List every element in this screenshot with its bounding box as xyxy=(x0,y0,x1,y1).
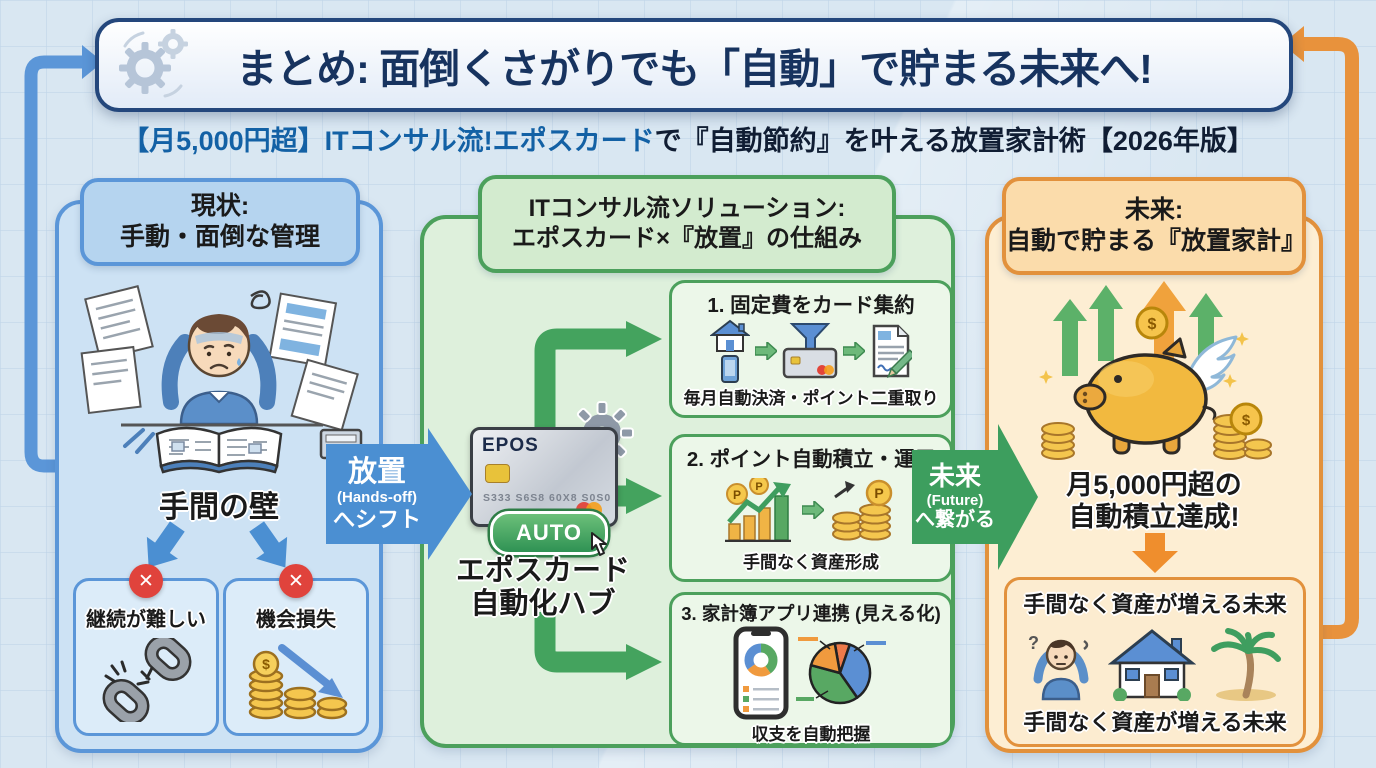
right-loop-arrow xyxy=(1268,26,1359,639)
arrow-right-icon xyxy=(755,342,777,360)
step-box-2: 2. ポイント自動積立・運用 P P P 手間なく資産形 xyxy=(669,434,953,582)
problem-label: 機会損失 xyxy=(256,609,336,631)
step-2-icons: P P P xyxy=(725,472,897,548)
benefit-text-top: 手間なく資産が増える未来 xyxy=(1023,592,1287,617)
split-arrow-right-icon xyxy=(249,521,288,568)
flying-piggy-bank-illustration: $ $ xyxy=(1039,281,1272,460)
shift-arrow: 放置 (Hands-off) へシフト xyxy=(326,428,472,560)
future-label-line1: 未来 xyxy=(928,460,981,491)
hub-connector-arrows xyxy=(534,321,662,680)
step-3-icons xyxy=(733,626,890,720)
problem-box-continuity: ✕ 継続が難しい xyxy=(73,564,219,736)
svg-text:$: $ xyxy=(1242,412,1251,429)
achievement-line1: 月5,000円超の xyxy=(1066,470,1242,500)
declining-coins-icon: $ xyxy=(248,644,348,720)
current-header-line1: 現状: xyxy=(190,191,250,220)
card-number: S333 S6S8 60X8 S0S0 xyxy=(483,492,612,504)
title-banner: まとめ: 面倒くさがりでも「自動」で貯まる未来へ! xyxy=(95,18,1293,112)
page-title: まとめ: 面倒くさがりでも「自動」で貯まる未来へ! xyxy=(236,46,1153,92)
hub-label: エポスカード 自動化ハブ xyxy=(424,555,662,622)
future-arrow-label: 未来 (Future) へ繋がる xyxy=(912,424,998,570)
gears-icon xyxy=(119,29,188,98)
split-arrow-left-icon xyxy=(146,521,185,568)
future-label-line3: へ繋がる xyxy=(915,509,995,532)
future-arrow-shape xyxy=(912,424,1038,570)
svg-text:$: $ xyxy=(262,656,270,672)
shift-arrow-label: 放置 (Hands-off) へシフト xyxy=(326,428,428,560)
solution-header-line1: ITコンサル流ソリューション: xyxy=(528,195,846,222)
arrow-right-icon xyxy=(843,342,865,360)
broken-chain-icon xyxy=(102,638,192,722)
problem-box-opportunity-loss: ✕ 機会損失 $ xyxy=(223,564,369,736)
card-chip-icon xyxy=(485,464,510,483)
subtitle-rest: で『自動節約』を叶える放置家計術【2026年版】 xyxy=(654,126,1254,156)
future-arrow: 未来 (Future) へ繋がる xyxy=(912,424,1038,570)
budget-app-phone-icon xyxy=(733,626,788,720)
subtitle: 【月5,000円超】ITコンサル流!エポスカードで『自動節約』を叶える放置家計術… xyxy=(0,119,1376,158)
benefit-text-bottom: 手間なく資産が増える未来 xyxy=(1023,710,1287,735)
benefit-box: 手間なく資産が増える未来 ? xyxy=(1004,577,1306,747)
epos-card: EPOS S333 S6S8 60X8 S0S0 xyxy=(470,427,618,527)
current-state-header: 現状: 手動・面倒な管理 xyxy=(80,178,360,266)
point-coin-stack-icon: P xyxy=(832,479,893,541)
effort-wall-label: 手間の壁 xyxy=(159,491,279,524)
funnel-card-icon xyxy=(782,323,838,379)
expense-pie-chart-icon xyxy=(795,637,886,705)
future-header-line2: 自動で貯まる『放置家計』 xyxy=(1006,227,1307,255)
cursor-hand-icon xyxy=(591,532,607,556)
step-1-title: 1. 固定費をカード集約 xyxy=(707,294,915,317)
svg-text:P: P xyxy=(733,488,741,502)
achievement-text: 月5,000円超の 自動積立達成! xyxy=(989,469,1319,534)
point-growth-chart-icon: P P xyxy=(725,478,791,542)
future-header-line1: 未来: xyxy=(1124,195,1184,224)
svg-text:?: ? xyxy=(1028,633,1039,653)
x-mark-icon: ✕ xyxy=(279,564,313,598)
future-header: 未来: 自動で貯まる『放置家計』 xyxy=(1002,177,1306,275)
step-box-1: 1. 固定費をカード集約 毎月自動決済・ポイント二重取り xyxy=(669,280,953,418)
step-2-title: 2. ポイント自動積立・運用 xyxy=(686,448,936,471)
step-1-icons xyxy=(710,318,912,384)
step-1-caption: 毎月自動決済・ポイント二重取り xyxy=(683,389,939,408)
step-box-3: 3. 家計簿アプリ連携 (見える化) xyxy=(669,592,953,746)
shift-arrow-shape xyxy=(326,428,472,560)
x-mark-icon: ✕ xyxy=(129,564,163,598)
hub-label-line2: 自動化ハブ xyxy=(470,588,616,621)
palm-tree-icon xyxy=(1211,628,1281,701)
shift-label-line2: (Hands-off) xyxy=(337,489,417,507)
step-3-caption: 収支を自動把握 xyxy=(751,725,871,744)
current-header-line2: 手動・面倒な管理 xyxy=(119,223,320,251)
shift-label-line3: へシフト xyxy=(332,506,421,532)
stressed-person-illustration xyxy=(80,285,363,474)
benefit-icons: ? xyxy=(1026,619,1284,705)
svg-text:P: P xyxy=(874,485,883,501)
hub-label-line1: エポスカード xyxy=(455,555,630,587)
step-3-title: 3. 家計簿アプリ連携 (見える化) xyxy=(681,603,941,624)
epos-logo: EPOS xyxy=(482,435,539,456)
step-2-caption: 手間なく資産形成 xyxy=(743,553,879,572)
smartphone-icon xyxy=(721,355,739,383)
subtitle-highlight: 【月5,000円超】ITコンサル流!エポスカード xyxy=(122,126,655,156)
shift-label-line1: 放置 xyxy=(347,456,406,489)
down-arrow-icon xyxy=(1132,533,1178,573)
relaxed-person-icon: ? xyxy=(1028,633,1089,701)
auto-button-label: AUTO xyxy=(516,520,582,545)
bill-document-icon xyxy=(872,324,912,378)
svg-text:$: $ xyxy=(1148,316,1157,333)
arrow-right-icon xyxy=(802,501,824,519)
solution-header: ITコンサル流ソリューション: エポスカード×『放置』の仕組み xyxy=(478,175,896,273)
svg-text:P: P xyxy=(755,481,762,493)
solution-header-line2: エポスカード×『放置』の仕組み xyxy=(511,225,862,252)
problem-label: 継続が難しい xyxy=(86,609,206,631)
solution-panel: ITコンサル流ソリューション: エポスカード×『放置』の仕組み xyxy=(420,175,955,748)
auto-button[interactable]: AUTO xyxy=(490,511,608,555)
achievement-line2: 自動積立達成! xyxy=(1068,502,1240,533)
future-house-icon xyxy=(1108,629,1196,701)
future-label-line2: (Future) xyxy=(926,491,984,509)
house-icon xyxy=(710,319,750,352)
future-panel: 未来: 自動で貯まる『放置家計』 $ xyxy=(985,177,1323,753)
